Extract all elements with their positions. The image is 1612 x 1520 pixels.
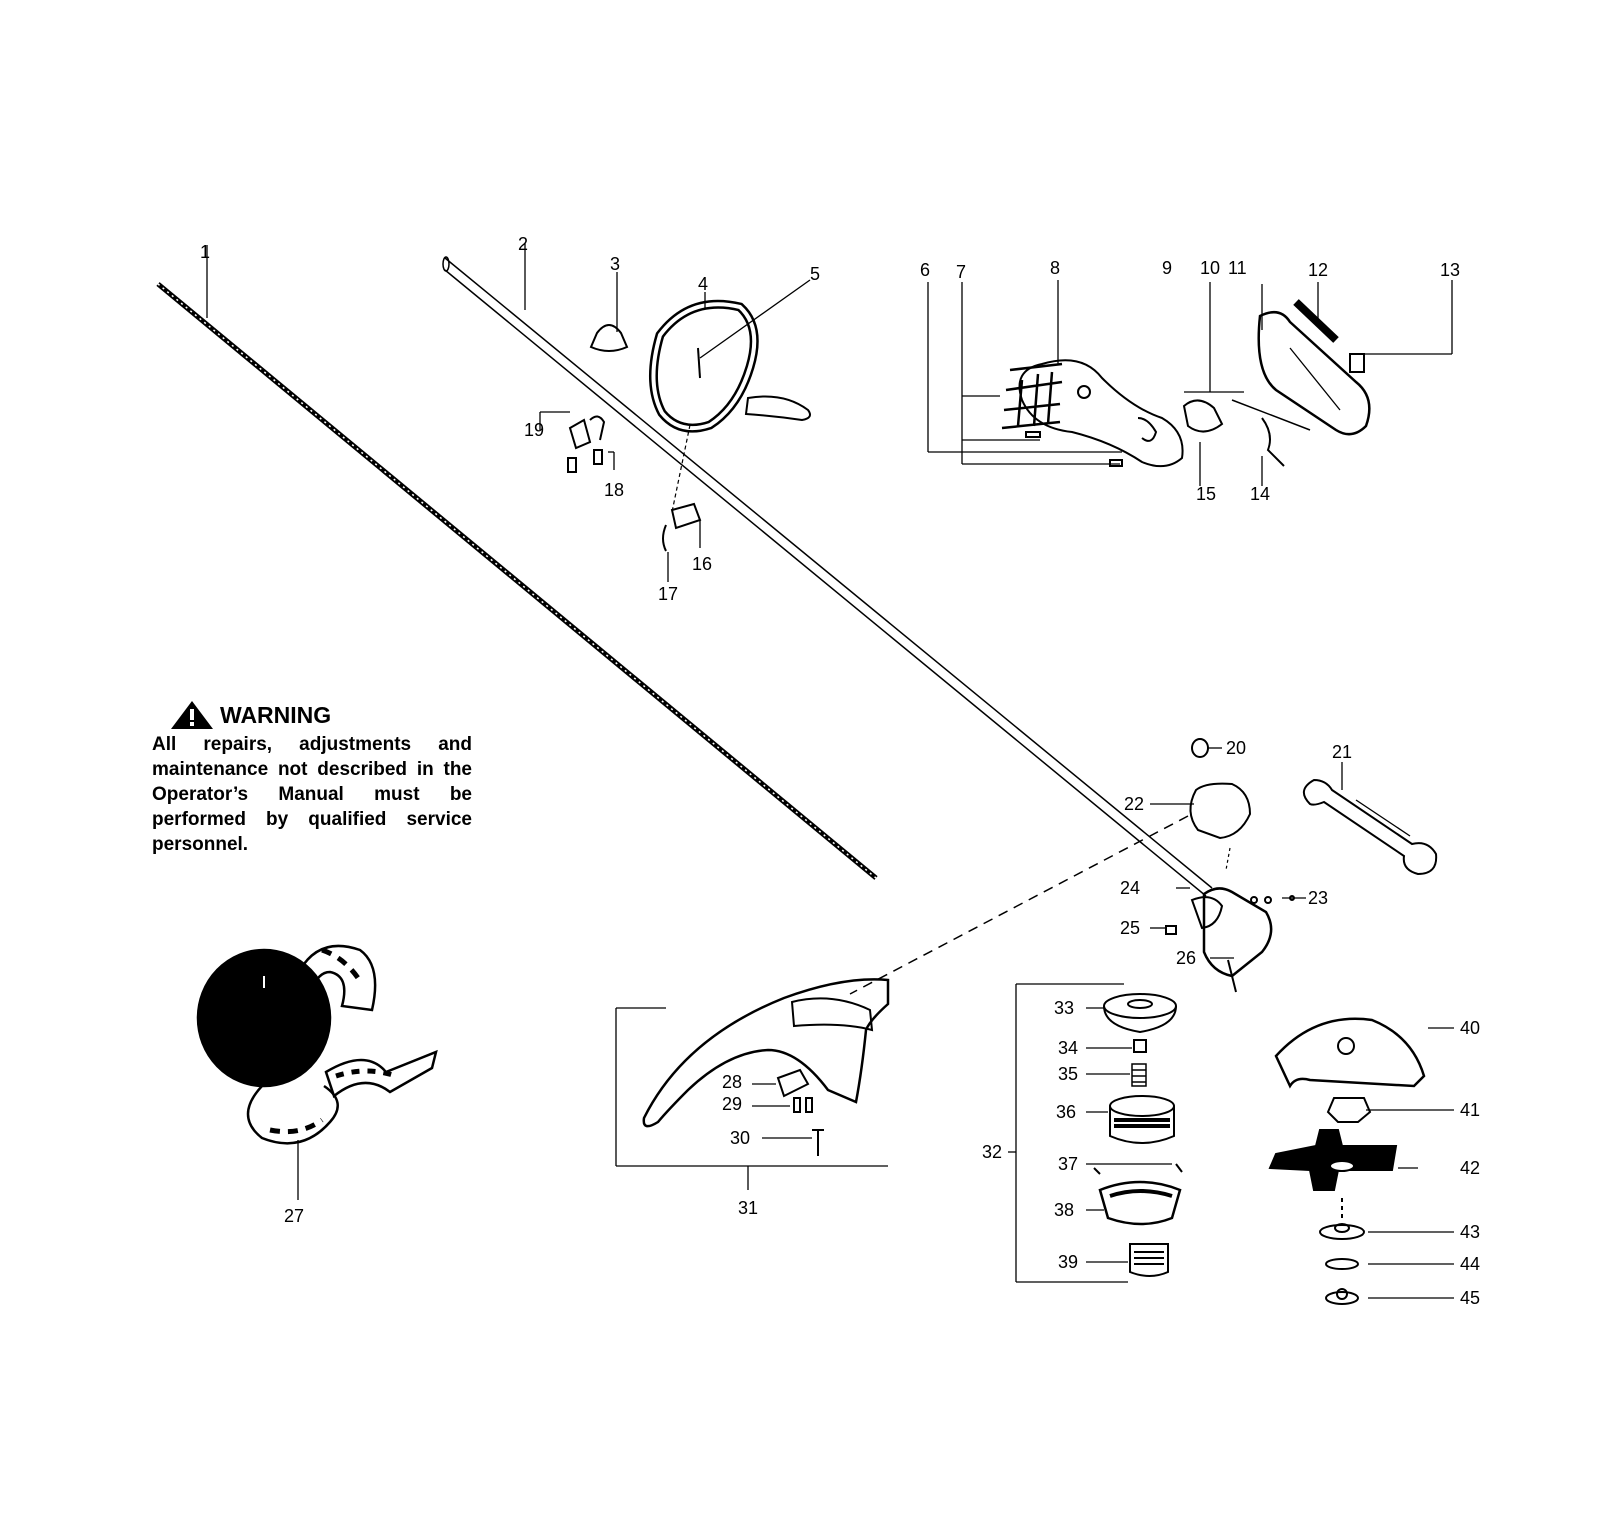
part-handle-assembly (539, 272, 811, 582)
callout-32: 32 (982, 1142, 1002, 1162)
callout-34: 34 (1058, 1038, 1078, 1058)
part-drive-tube (442, 243, 1213, 897)
callout-45: 45 (1460, 1288, 1480, 1308)
part-shield-assembly (615, 978, 890, 1190)
callout-22: 22 (1124, 794, 1144, 814)
callout-8: 8 (1050, 258, 1060, 278)
callout-35: 35 (1058, 1064, 1078, 1084)
part-throttle-assembly (927, 280, 1453, 486)
callout-42: 42 (1460, 1158, 1480, 1178)
part-trimmer-head-assembly (1008, 983, 1183, 1283)
callout-36: 36 (1056, 1102, 1076, 1122)
callout-31: 31 (738, 1198, 758, 1218)
part-drive-shaft (156, 245, 878, 880)
callout-38: 38 (1054, 1200, 1074, 1220)
callout-1: 1 (200, 242, 210, 262)
callout-18: 18 (604, 480, 624, 500)
callout-25: 25 (1120, 918, 1140, 938)
callout-5: 5 (810, 264, 820, 284)
callout-2: 2 (518, 234, 528, 254)
callout-29: 29 (722, 1094, 742, 1114)
callout-7: 7 (956, 262, 966, 282)
callout-30: 30 (730, 1128, 750, 1148)
callout-4: 4 (698, 274, 708, 294)
callout-16: 16 (692, 554, 712, 574)
callout-28: 28 (722, 1072, 742, 1092)
warning-heading: WARNING (220, 702, 332, 728)
callout-3: 3 (610, 254, 620, 274)
callout-10: 10 (1200, 258, 1220, 278)
callout-24: 24 (1120, 878, 1140, 898)
callout-14: 14 (1250, 484, 1270, 504)
callout-23: 23 (1308, 888, 1328, 908)
warning-text: All repairs, adjustments and maintenance… (152, 734, 472, 855)
callout-21: 21 (1332, 742, 1352, 762)
callout-6: 6 (920, 260, 930, 280)
warning-notice: WARNING All repairs, adjustments and mai… (152, 700, 472, 857)
warning-heading-row: WARNING (170, 700, 472, 730)
callout-37: 37 (1058, 1154, 1078, 1174)
callout-12: 12 (1308, 260, 1328, 280)
callout-33: 33 (1054, 998, 1074, 1018)
callout-43: 43 (1460, 1222, 1480, 1242)
callout-44: 44 (1460, 1254, 1480, 1274)
alignment-line (849, 815, 1189, 995)
callout-20: 20 (1226, 738, 1246, 758)
callout-19: 19 (524, 420, 544, 440)
warning-triangle-icon (171, 701, 213, 729)
part-blade-assembly (1268, 1017, 1454, 1305)
callout-41: 41 (1460, 1100, 1480, 1120)
callout-11: 11 (1228, 258, 1247, 278)
callout-13: 13 (1440, 260, 1460, 280)
callout-40: 40 (1460, 1018, 1480, 1038)
callout-39: 39 (1058, 1252, 1078, 1272)
part-harness (196, 944, 438, 1200)
callout-labels: 1 2 3 4 5 6 7 8 9 10 11 12 13 14 15 16 1… (200, 234, 1480, 1308)
part-gear-head-assembly (1150, 738, 1438, 993)
callout-9: 9 (1162, 258, 1172, 278)
callout-27: 27 (284, 1206, 304, 1226)
callout-17: 17 (658, 584, 678, 604)
callout-26: 26 (1176, 948, 1196, 968)
callout-15: 15 (1196, 484, 1216, 504)
